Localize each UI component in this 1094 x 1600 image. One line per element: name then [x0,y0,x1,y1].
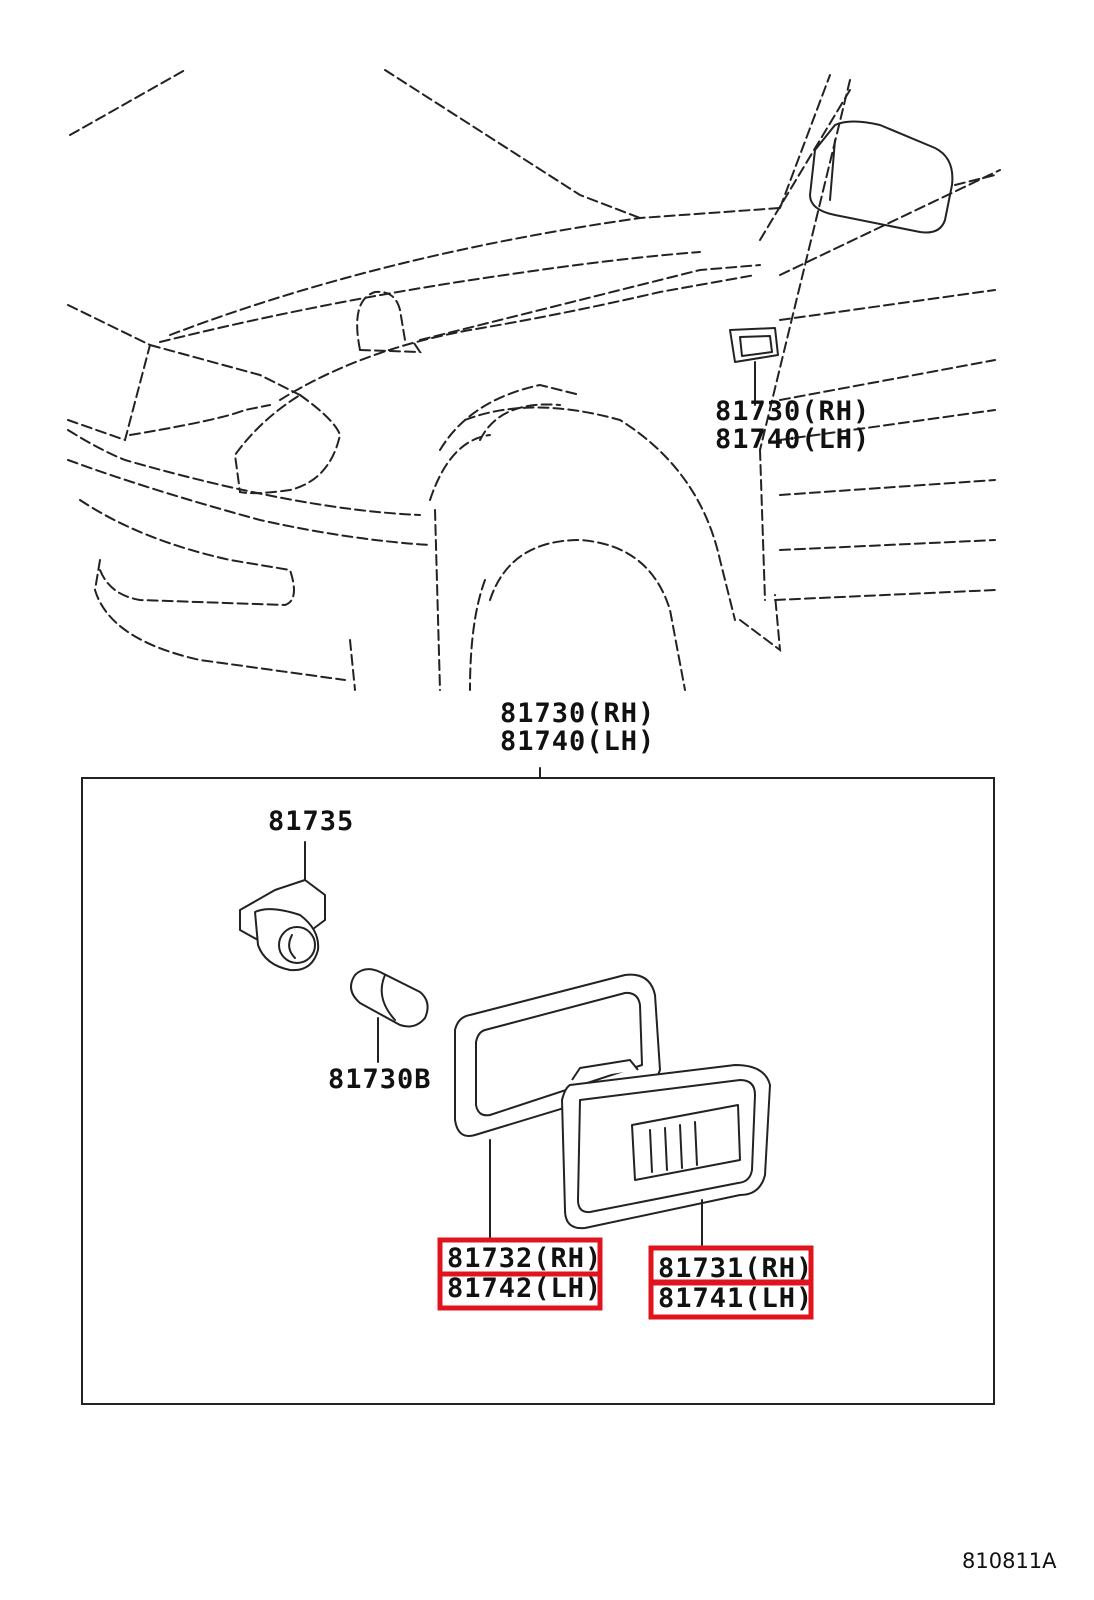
lens-rh-label: 81731(RH) [658,1253,813,1284]
diagram-code: 810811A [962,1549,1057,1573]
exploded-view-frame [81,777,995,1405]
gasket-lh-label: 81742(LH) [447,1273,602,1304]
box-header-rh-label: 81730(RH) [500,698,655,729]
gasket-rh-label: 81732(RH) [447,1243,602,1274]
vehicle-front-fender-outline [67,69,1001,691]
top-callout-lh-label: 81740(LH) [715,424,870,455]
lens-lh-highlight [648,1280,814,1320]
box-header-lh-label: 81740(LH) [500,726,655,757]
socket-label: 81735 [268,806,354,837]
top-callout-rh-label: 81730(RH) [715,396,870,427]
bulb-label: 81730B [328,1064,432,1095]
lens-part [561,1059,771,1230]
lens-lh-label: 81741(LH) [658,1283,813,1314]
gasket-lh-highlight [437,1271,603,1311]
bulb-part [350,968,429,1028]
socket-part [239,879,326,972]
